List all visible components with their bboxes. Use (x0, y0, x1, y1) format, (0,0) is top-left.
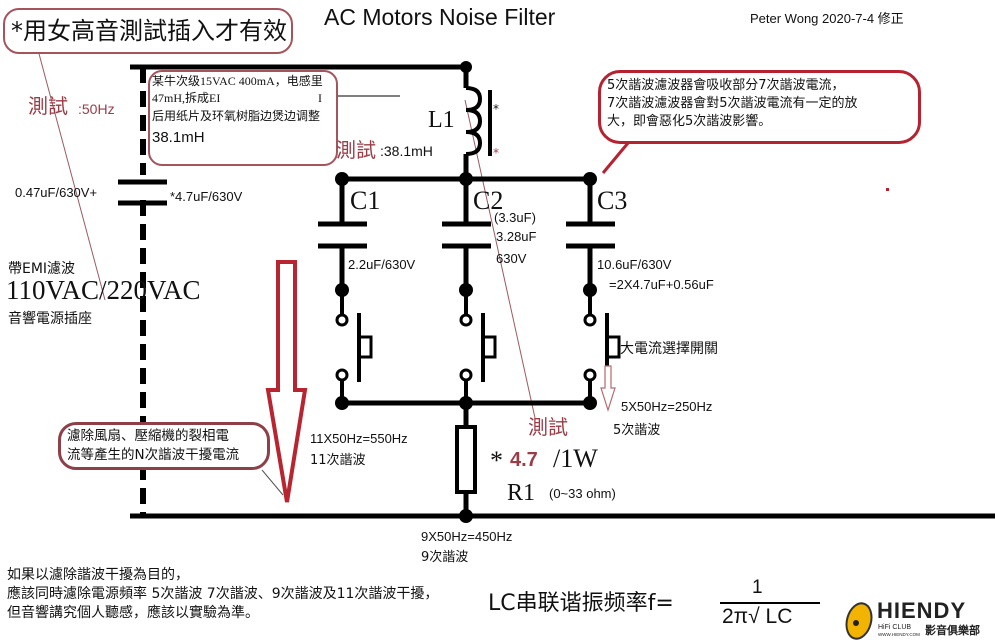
r1-power: /1W (553, 444, 598, 473)
r1-star: * (490, 446, 503, 475)
transformer-note-line3: 后用纸片及环氧树脂边煲边调整 (152, 109, 321, 123)
switch-label: 大電流選擇開關 (620, 341, 718, 357)
c2-value-a: (3.3uF) (494, 210, 536, 225)
r1-resistor (455, 425, 477, 494)
test-l1-value: :38.1mH (380, 143, 433, 159)
author-note: Peter Wong 2020-7-4 修正 (750, 11, 904, 26)
logo-speaker-icon (845, 602, 873, 640)
tweeter-test-text: *用女高音測試插入才有效 (11, 17, 287, 45)
l1-dot-bottom: * (493, 146, 499, 160)
transformer-note-line1: 某牛次级15VAC 400mA，电感里 (152, 74, 323, 88)
logo-sub2: WWW.HIENDY.COM (878, 632, 920, 637)
c1-label: C1 (350, 186, 381, 215)
voltage-label: 110VAC/220VAC (6, 275, 201, 305)
footer-line2: 應該同時濾除電源頻率 5次諧波 7次諧波、9次諧波及11次諧波干擾， (7, 586, 439, 602)
logo-brand: HIENDY (877, 598, 967, 623)
big-red-arrow-icon (265, 260, 308, 503)
formula-fraction-bar (720, 602, 820, 604)
hiendy-logo: HIENDY HiFi CLUB WWW.HIENDY.COM 影音俱樂部 (843, 600, 993, 642)
leader-line-filter (261, 469, 284, 496)
test-r1-label: 測試 (528, 415, 568, 439)
r1-label: R1 (507, 480, 536, 506)
h5-freq: 5X50Hz=250Hz (621, 399, 713, 414)
c3-value-b: =2X4.7uF+0.56uF (609, 277, 714, 292)
filter-note-line2: 流等產生的N次諧波干擾電流 (67, 447, 240, 463)
h9-freq: 9X50Hz=450Hz (421, 529, 513, 544)
formula-denominator: 2π√ LC (722, 605, 793, 628)
tweeter-test-callout: *用女高音測試插入才有效 (3, 8, 293, 54)
l1-dot-top: * (493, 102, 499, 116)
transformer-note-mark: I (318, 91, 322, 105)
red-dot (886, 188, 889, 191)
node-bottom (459, 509, 473, 523)
leader-line-tweeter (37, 49, 106, 301)
page-title: AC Motors Noise Filter (324, 4, 556, 30)
r1-range: (0~33 ohm) (549, 486, 616, 501)
formula-label: LC串联谐振频率f= (488, 591, 674, 616)
c1-value: 2.2uF/630V (348, 257, 416, 272)
harmonic-note-callout: 5次諧波濾波器會吸收部分7次諧波電流， 7次諧波濾波器會對5次諧波電流有一定的放… (598, 70, 921, 144)
filter-note-line1: 濾除風扇、壓縮機的裂相電 (67, 428, 229, 444)
footer-line3: 但音響講究個人聽感，應該以實驗為準。 (7, 605, 259, 621)
c2-value-b: 3.28uF (496, 229, 537, 244)
filter-note-callout: 濾除風扇、壓縮機的裂相電 流等產生的N次諧波干擾電流 (58, 422, 270, 470)
test-50hz-prefix: 測試 (28, 94, 68, 118)
c2-value-c: 630V (496, 251, 527, 266)
branch-c3 (566, 179, 621, 410)
node-top (460, 61, 472, 73)
input-cap-right-label: *4.7uF/630V (170, 189, 243, 204)
logo-sub1: HiFi CLUB (878, 624, 912, 631)
branch-c1 (318, 179, 373, 410)
l1-coil (465, 86, 483, 156)
c3-label: C3 (597, 186, 628, 215)
test-l1-prefix: 測試 (336, 138, 376, 162)
logo-sub3: 影音俱樂部 (925, 624, 980, 637)
callout-pointer-harmonic (601, 142, 630, 174)
r1-value: 4.7 (510, 449, 538, 471)
transformer-note-line2: 47mH,拆成EI (152, 91, 221, 105)
formula-numerator: 1 (752, 577, 763, 598)
c2-label: C2 (473, 186, 504, 215)
footer-line1: 如果以濾除諧波干擾為目的， (7, 567, 189, 583)
h9-name: 9次諧波 (421, 550, 469, 565)
transformer-note-line4: 38.1mH (152, 129, 205, 146)
harmonic-note-line2: 7次諧波濾波器會對5次諧波電流有一定的放 (607, 96, 858, 111)
harmonic-note-line1: 5次諧波濾波器會吸收部分7次諧波電流， (607, 78, 845, 93)
test-50hz-value: :50Hz (78, 101, 115, 117)
transformer-note-callout: 某牛次级15VAC 400mA，电感里 47mH,拆成EI I 后用纸片及环氧树… (148, 70, 338, 166)
branch-c2 (442, 179, 497, 410)
h5-name: 5次諧波 (613, 423, 661, 438)
harmonic-note-line3: 大，即會惡化5次諧波影響。 (607, 114, 772, 129)
l1-label: L1 (428, 107, 455, 133)
h11-freq: 11X50Hz=550Hz (310, 431, 408, 446)
h11-name: 11次諧波 (310, 453, 366, 468)
c3-value-a: 10.6uF/630V (597, 257, 672, 272)
socket-label: 音響電源插座 (8, 311, 92, 327)
input-cap-left-label: 0.47uF/630V+ (15, 185, 98, 200)
emi-label: 帶EMI濾波 (8, 261, 76, 277)
small-down-arrow-icon (600, 365, 616, 412)
